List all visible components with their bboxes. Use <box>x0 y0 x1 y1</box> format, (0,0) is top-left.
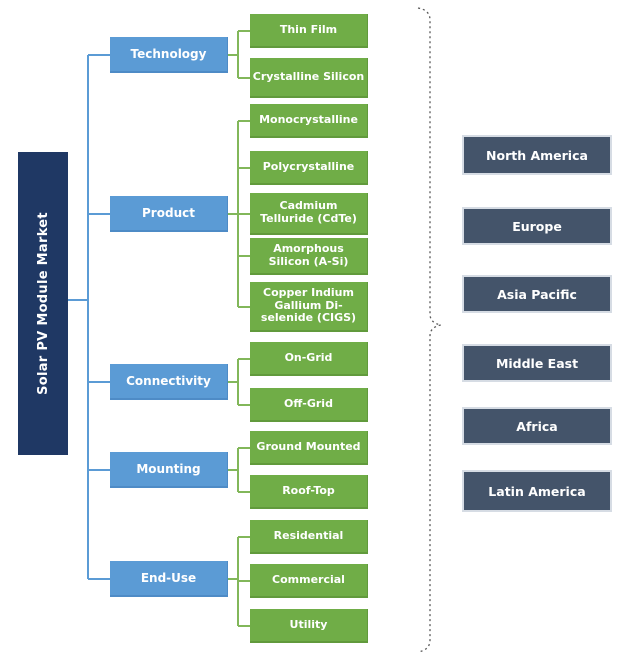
category-box-technology: Technology <box>110 37 228 73</box>
region-box-asia-pacific: Asia Pacific <box>462 275 612 313</box>
category-box-mounting: Mounting <box>110 452 228 488</box>
region-box-latin-america: Latin America <box>462 470 612 512</box>
segment-box-roof-top: Roof-Top <box>250 475 368 509</box>
root-label: Solar PV Module Market <box>35 212 51 395</box>
segment-box-thin-film: Thin Film <box>250 14 368 48</box>
segment-box-off-grid: Off-Grid <box>250 388 368 422</box>
segment-box-monocrystalline: Monocrystalline <box>250 104 368 138</box>
region-box-north-america: North America <box>462 135 612 175</box>
region-box-africa: Africa <box>462 407 612 445</box>
region-box-europe: Europe <box>462 207 612 245</box>
segment-box-residential: Residential <box>250 520 368 554</box>
segment-box-on-grid: On-Grid <box>250 342 368 376</box>
category-box-connectivity: Connectivity <box>110 364 228 400</box>
segment-box-cigs: Copper Indium Gallium Di-selenide (CIGS) <box>250 282 368 332</box>
root-box: Solar PV Module Market <box>18 152 68 455</box>
region-box-middle-east: Middle East <box>462 344 612 382</box>
category-box-product: Product <box>110 196 228 232</box>
segment-box-cadmium-telluride: Cadmium Telluride (CdTe) <box>250 193 368 235</box>
category-box-end-use: End-Use <box>110 561 228 597</box>
segment-box-commercial: Commercial <box>250 564 368 598</box>
segment-box-polycrystalline: Polycrystalline <box>250 151 368 185</box>
grouping-brace <box>417 7 442 653</box>
segment-box-ground-mounted: Ground Mounted <box>250 431 368 465</box>
segment-box-amorphous-silicon: Amorphous Silicon (A-Si) <box>250 238 368 275</box>
green-connectors <box>228 30 250 627</box>
blue-connectors <box>68 54 110 580</box>
segment-box-utility: Utility <box>250 609 368 643</box>
segment-box-crystalline-silicon: Crystalline Silicon <box>250 58 368 98</box>
